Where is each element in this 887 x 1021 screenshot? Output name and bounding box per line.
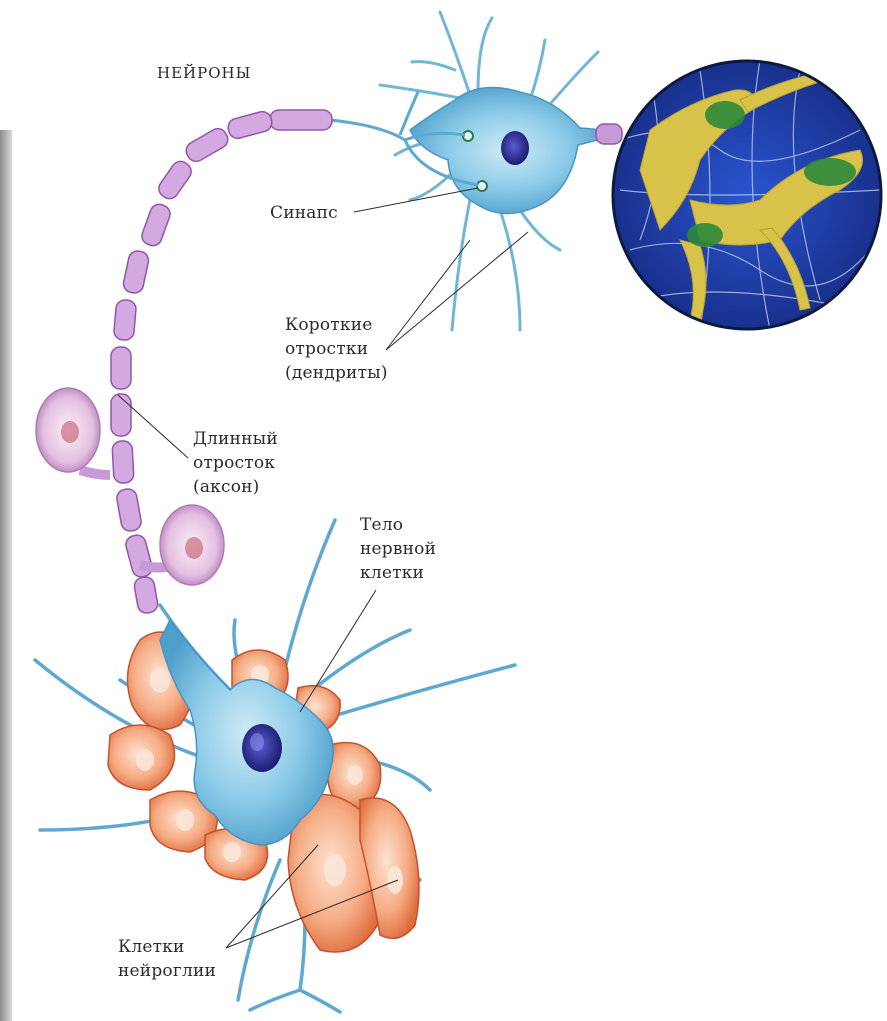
label-axon-line-3: (аксон) [193,476,260,498]
axon-bulb-lower [140,505,224,585]
diagram-title: НЕЙРОНЫ [157,62,251,84]
top-synapse-knob-2 [477,181,487,191]
label-glia-line-2: нейроглии [118,960,216,982]
micro-connector [596,124,622,144]
label-axon-line-1: Длинный [193,428,278,450]
label-cell-body-line-1: Тело [360,514,403,536]
axon-bulb-upper [36,388,110,475]
label-cell-body-line-2: нервной [360,538,436,560]
label-cell-body-line-3: клетки [360,562,424,584]
micrograph-inset [613,60,881,330]
label-axon-line-2: отросток [193,452,275,474]
top-neuron-nucleus [501,131,529,165]
label-dendrites-line-3: (дендриты) [285,362,388,384]
label-dendrites-line-1: Короткие [285,314,373,336]
label-glia-line-1: Клетки [118,936,185,958]
label-dendrites-line-2: отростки [285,338,368,360]
label-synapse: Синапс [270,202,338,224]
